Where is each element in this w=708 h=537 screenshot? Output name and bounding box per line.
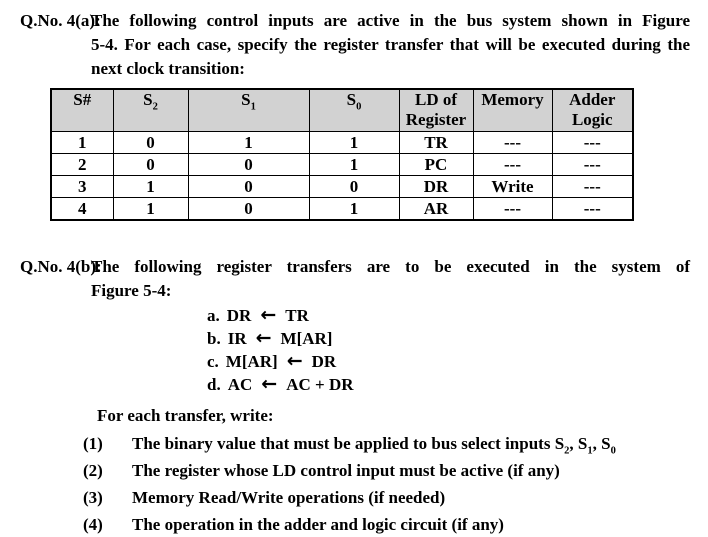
question-4a: Q.No. 4(a): The following control inputs… — [20, 0, 690, 81]
column-header: S2 — [112, 88, 189, 132]
question-4a-line-3: next clock transition: — [91, 59, 245, 78]
column-header: S# — [50, 88, 114, 132]
question-4a-label: Q.No. 4(a): — [20, 11, 101, 30]
transfer-source: AC + DR — [286, 375, 354, 394]
instructions: For each transfer, write: (1) The binary … — [83, 402, 708, 537]
table-cell: 1 — [50, 131, 114, 154]
question-4a-line-1: The following control inputs are active … — [91, 11, 690, 30]
question-4a-text: The following control inputs are active … — [91, 9, 690, 81]
left-arrow-icon: ← — [255, 327, 272, 349]
table-cell: --- — [472, 197, 553, 221]
table-cell: --- — [551, 197, 634, 221]
table-cell: --- — [551, 131, 634, 154]
column-header: Memory — [472, 88, 553, 132]
left-arrow-icon: ← — [261, 373, 278, 395]
table-cell: 1 — [308, 153, 400, 176]
instruction-item: (4) The operation in the adder and logic … — [83, 511, 708, 537]
instruction-text: Memory Read/Write operations (if needed) — [132, 488, 446, 507]
transfer-source: TR — [285, 306, 309, 325]
table-cell: AR — [398, 197, 474, 221]
table-cell: DR — [398, 175, 474, 198]
transfer-destination: DR — [226, 306, 252, 325]
transfer-id: b. — [207, 329, 221, 348]
instructions-intro: For each transfer, write: — [97, 406, 274, 425]
transfer-id: a. — [207, 306, 220, 325]
table-cell: 1 — [308, 197, 400, 221]
transfer-source: DR — [311, 352, 337, 371]
instruction-item: (1) The binary value that must be applied… — [83, 430, 708, 457]
table-cell: 1 — [112, 175, 189, 198]
table-cell: Write — [472, 175, 553, 198]
left-arrow-icon: ← — [286, 350, 303, 372]
table-cell: --- — [472, 131, 553, 154]
instructions-items: (1) The binary value that must be applied… — [83, 430, 708, 537]
register-transfer: a. DR ← TR — [207, 304, 708, 327]
register-transfer: d. AC ← AC + DR — [207, 373, 708, 396]
table-cell: 3 — [50, 175, 114, 198]
instruction-number: (1) — [83, 434, 103, 453]
column-header: Adder Logic — [551, 88, 634, 132]
table-cell: 0 — [112, 131, 189, 154]
table-cell: --- — [551, 175, 634, 198]
question-4b-line-2: Figure 5-4: — [91, 281, 172, 300]
instruction-item: (3) Memory Read/Write operations (if need… — [83, 484, 708, 511]
table-cell: PC — [398, 153, 474, 176]
instruction-number: (4) — [83, 515, 103, 534]
transfer-id: d. — [207, 375, 221, 394]
transfer-destination: M[AR] — [225, 352, 278, 371]
table-cell: 4 — [50, 197, 114, 221]
transfer-id: c. — [207, 352, 219, 371]
column-header: LD of Register — [398, 88, 474, 132]
table-cell: 0 — [112, 153, 189, 176]
instruction-number: (3) — [83, 488, 103, 507]
instruction-text: The register whose LD control input must… — [132, 461, 560, 480]
instruction-number: (2) — [83, 461, 103, 480]
table-cell: 1 — [112, 197, 189, 221]
question-4b-label: Q.No. 4(b): — [20, 257, 102, 276]
transfer-destination: AC — [227, 375, 253, 394]
table-cell: 0 — [308, 175, 400, 198]
column-header: S1 — [187, 88, 310, 132]
table-cell: 0 — [187, 175, 310, 198]
table-cell: 1 — [187, 131, 310, 154]
table-cell: TR — [398, 131, 474, 154]
instruction-item: (2) The register whose LD control input m… — [83, 457, 708, 484]
question-4a-line-2: 5-4. For each case, specify the register… — [91, 35, 690, 54]
instruction-text: The operation in the adder and logic cir… — [132, 515, 504, 534]
left-arrow-icon: ← — [260, 304, 277, 326]
question-4b-line-1: The following register transfers are to … — [91, 257, 690, 276]
table-cell: 0 — [187, 197, 310, 221]
register-transfer: b. IR ← M[AR] — [207, 327, 708, 350]
transfer-source: M[AR] — [280, 329, 333, 348]
transfer-destination: IR — [227, 329, 247, 348]
table-cell: --- — [551, 153, 634, 176]
question-4b-text: The following register transfers are to … — [91, 255, 690, 303]
table-cell: 2 — [50, 153, 114, 176]
table-cell: 0 — [187, 153, 310, 176]
column-header: S0 — [308, 88, 400, 132]
table-cell: --- — [472, 153, 553, 176]
table-cell: 1 — [308, 131, 400, 154]
register-transfer: c. M[AR] ← DR — [207, 350, 708, 373]
question-4b: Q.No. 4(b): The following register trans… — [20, 255, 690, 303]
instruction-text: The binary value that must be applied to… — [132, 434, 616, 457]
